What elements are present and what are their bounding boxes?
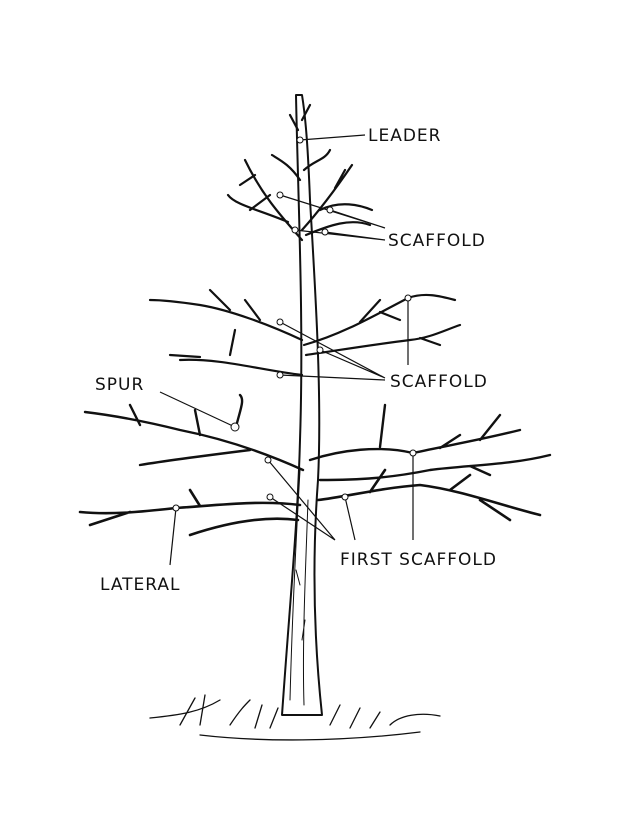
attachment-points <box>172 136 417 512</box>
tree-drawing <box>78 94 552 741</box>
grass <box>149 694 441 741</box>
label-scaffold-middle: SCAFFOLD <box>390 372 488 392</box>
label-lateral: LATERAL <box>100 575 181 595</box>
lower-scaffold-branches <box>83 393 552 482</box>
label-spur: SPUR <box>95 375 144 395</box>
label-first-scaffold: FIRST SCAFFOLD <box>340 550 497 570</box>
middle-scaffold-branches <box>148 288 462 377</box>
upper-scaffold-branches <box>226 103 374 242</box>
bark-texture <box>289 469 309 706</box>
label-scaffold-upper: SCAFFOLD <box>388 231 486 251</box>
label-leader: LEADER <box>368 126 442 146</box>
trunk <box>281 94 323 716</box>
first-scaffold-branches <box>78 468 542 537</box>
